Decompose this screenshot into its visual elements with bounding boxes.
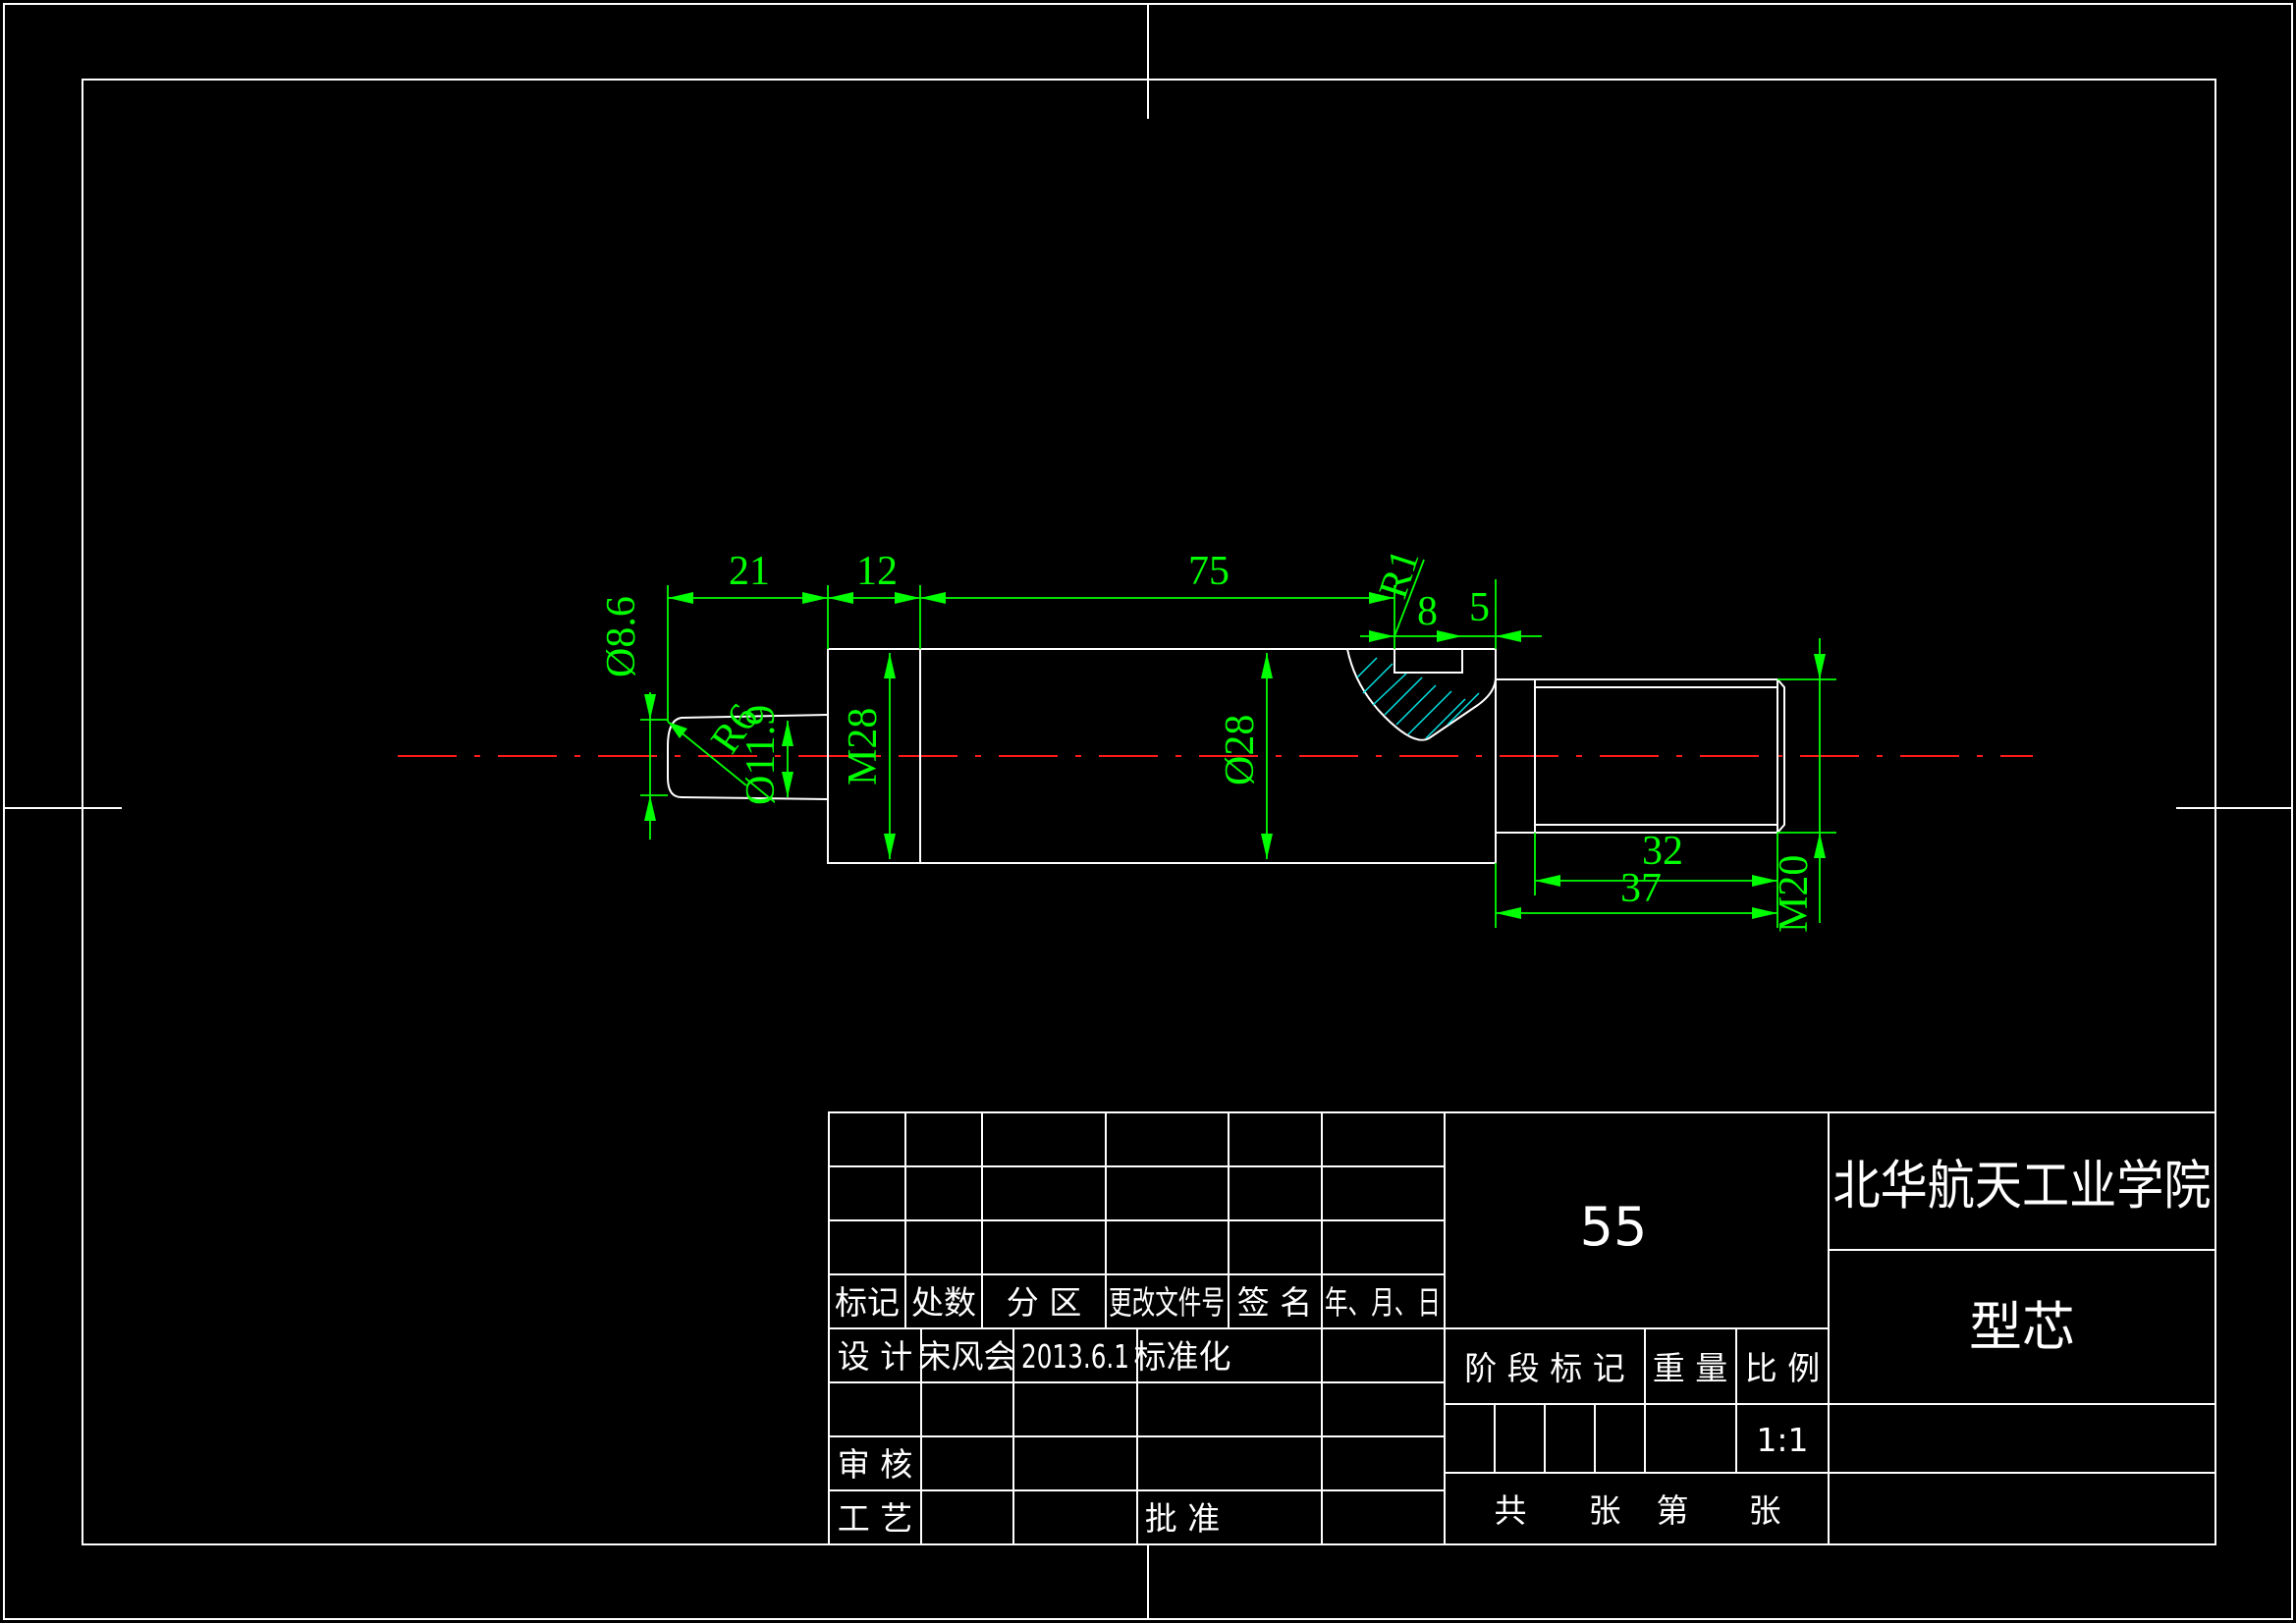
dim-5: 5 [1469, 585, 1490, 630]
centering-marks [4, 4, 2292, 1619]
designer-name: 宋风会 [919, 1337, 1016, 1376]
header-change-doc: 更改文件号 [1109, 1283, 1225, 1322]
header-date: 年、月、日 [1325, 1283, 1441, 1322]
header-mark: 标记 [835, 1283, 900, 1322]
dim-21: 21 [729, 549, 770, 594]
dimension-lines [640, 559, 1836, 928]
dim-m28: M28 [841, 708, 886, 785]
design-date: 2013.6.1 [1021, 1337, 1129, 1376]
sheets-nth-label: 第 [1657, 1491, 1689, 1530]
section-hatching [1356, 657, 1480, 739]
header-zone: 分 区 [1007, 1283, 1082, 1322]
scale-label: 比 例 [1745, 1349, 1821, 1387]
header-count: 处数 [911, 1283, 976, 1322]
header-signature: 签 名 [1237, 1283, 1313, 1322]
dimension-arrows [644, 592, 1826, 919]
design-label: 设 计 [838, 1337, 913, 1376]
dim-32: 32 [1642, 829, 1683, 874]
drawing-number: 55 [1580, 1196, 1648, 1258]
dim-37: 37 [1620, 866, 1662, 911]
title-block-grid [828, 1111, 2216, 1545]
approve-label: 批 准 [1145, 1499, 1221, 1538]
weight-label: 重 量 [1653, 1349, 1728, 1387]
sheets-total-label: 共 [1495, 1491, 1527, 1530]
part-name: 型芯 [1969, 1296, 2075, 1358]
stage-mark-label: 阶 段 标 记 [1464, 1349, 1624, 1387]
sheets-unit-1: 张 [1589, 1491, 1621, 1530]
scale-value: 1:1 [1756, 1421, 1808, 1459]
dim-8: 8 [1417, 589, 1438, 634]
process-label: 工 艺 [838, 1499, 913, 1538]
dim-dia-11-9: Ø11.9 [738, 705, 784, 805]
school-name: 北华航天工业学院 [1833, 1155, 2212, 1217]
dim-12: 12 [856, 549, 898, 594]
dim-75: 75 [1188, 549, 1230, 594]
review-label: 审 核 [838, 1445, 913, 1484]
dim-dia-8-6: Ø8.6 [599, 596, 644, 677]
sheets-unit-2: 张 [1749, 1491, 1781, 1530]
dim-dia-28: Ø28 [1218, 715, 1263, 785]
standardization-label: 标准化 [1134, 1337, 1231, 1376]
dim-m20: M20 [1772, 855, 1817, 933]
